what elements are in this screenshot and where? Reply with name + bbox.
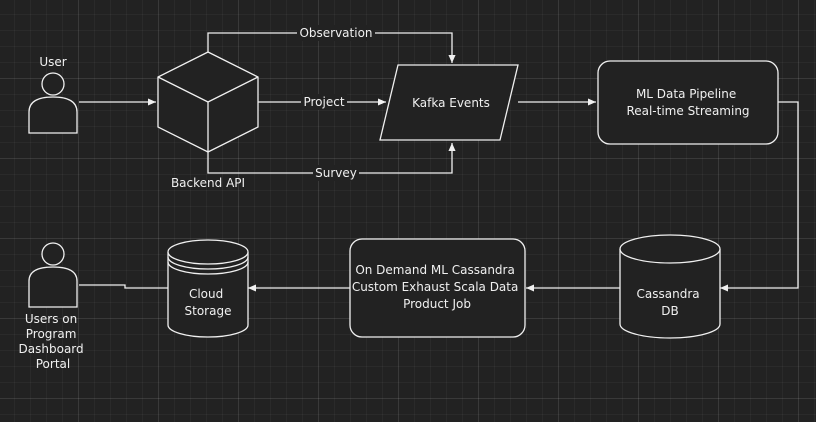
- edge-pipeline-to-cassandra: [720, 101, 799, 292]
- user-label: User: [39, 55, 66, 69]
- program-users-actor-icon: [28, 242, 78, 308]
- edge-label-survey: Survey: [315, 166, 357, 180]
- cloud-storage-line-2: Storage: [185, 304, 232, 318]
- cassandra-db-label: Cassandra DB: [637, 287, 704, 318]
- on-demand-job-label: On Demand ML Cassandra Custom Exhaust Sc…: [352, 263, 522, 311]
- cloud-storage-label: Cloud Storage: [185, 287, 232, 318]
- program-users-line-3: Dashboard: [19, 342, 84, 356]
- ml-pipeline-line-1: ML Data Pipeline: [636, 87, 736, 101]
- edge-label-bg-observation: [297, 25, 375, 41]
- cassandra-db-line-1: Cassandra: [637, 287, 700, 301]
- backend-api-cube-icon: [157, 51, 259, 153]
- kafka-events-label: Kafka Events: [412, 96, 490, 110]
- program-users-line-1: Users on: [25, 312, 77, 326]
- on-demand-job-line-3: Product Job: [403, 297, 471, 311]
- edge-label-project: Project: [303, 95, 344, 109]
- edge-storage-to-users: [79, 284, 168, 289]
- cloud-storage-cylinder-icon: [167, 239, 249, 338]
- cassandra-db-cylinder-icon: [619, 234, 721, 339]
- on-demand-job-line-1: On Demand ML Cassandra: [355, 263, 515, 277]
- cloud-storage-line-1: Cloud: [189, 287, 223, 301]
- ml-pipeline-label: ML Data Pipeline Real-time Streaming: [626, 87, 749, 118]
- edge-label-bg-project: [301, 94, 347, 110]
- user-actor-icon: [28, 72, 78, 134]
- program-users-line-2: Program: [26, 327, 77, 341]
- ml-pipeline-line-2: Real-time Streaming: [626, 104, 749, 118]
- ml-pipeline-node: [597, 60, 779, 145]
- program-users-label: Users on Program Dashboard Portal: [19, 312, 88, 371]
- backend-api-label: Backend API: [171, 176, 245, 190]
- program-users-line-4: Portal: [36, 357, 70, 371]
- on-demand-job-line-2: Custom Exhaust Scala Data: [352, 280, 519, 294]
- kafka-events-node: [379, 64, 519, 141]
- cassandra-db-line-2: DB: [661, 304, 678, 318]
- on-demand-job-node: [349, 238, 526, 338]
- edge-label-observation: Observation: [299, 26, 372, 40]
- edge-label-bg-survey: [313, 165, 359, 181]
